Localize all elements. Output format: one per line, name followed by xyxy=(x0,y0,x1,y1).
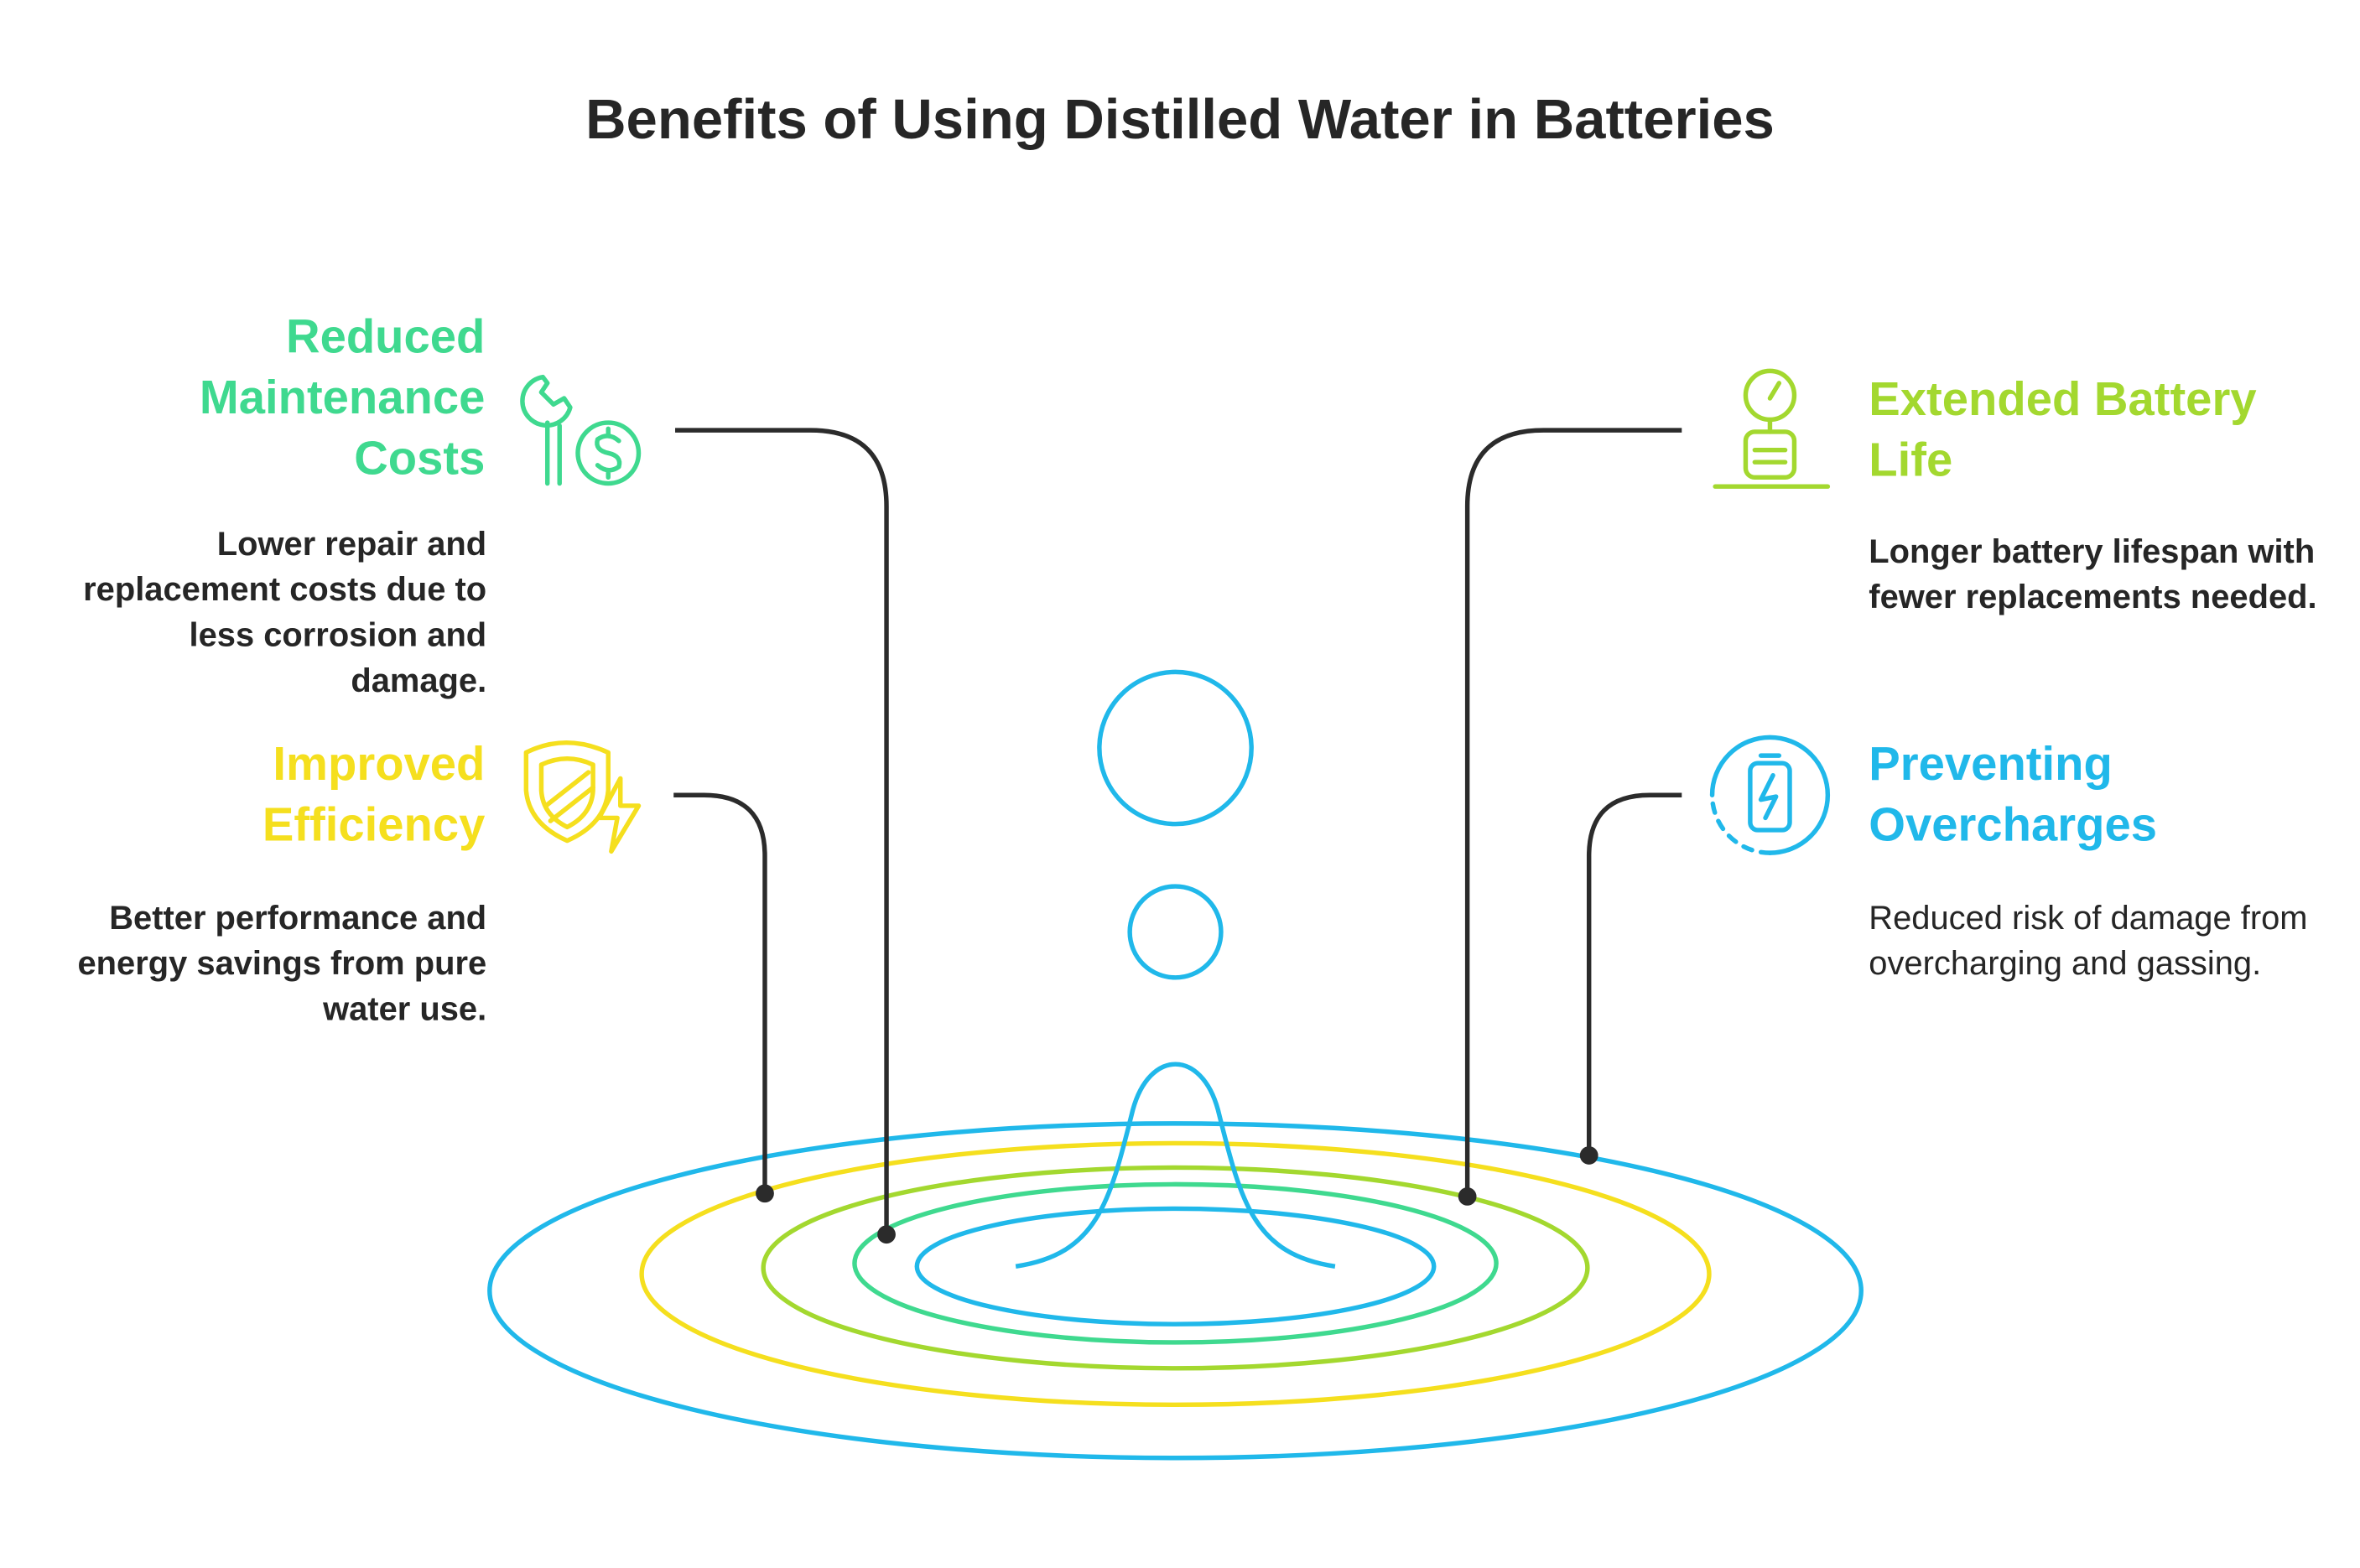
heading-overcharge: Preventing Overcharges xyxy=(1869,737,2157,852)
water-splash-peak xyxy=(1015,1062,1336,1269)
ripple-ring-outer xyxy=(487,1121,1864,1461)
ripple-ring-green xyxy=(852,1181,1499,1345)
battery-charge-icon xyxy=(1709,735,1831,855)
connector-dot-overcharge xyxy=(1579,1146,1598,1165)
connector-overcharge xyxy=(1586,792,1682,1155)
ripple-ring-inner xyxy=(914,1206,1437,1327)
connector-maintenance xyxy=(675,428,889,1235)
description-maintenance: Lower repair and replacement costs due t… xyxy=(83,524,487,700)
water-drop-large xyxy=(1097,669,1254,827)
description-overcharge: Reduced risk of damage from overcharging… xyxy=(1869,898,2308,983)
water-drop-small xyxy=(1127,884,1224,980)
heading-maintenance: Reduced Maintenance Costs xyxy=(199,309,486,485)
ripple-ring-lime xyxy=(761,1165,1590,1371)
wrench-dollar-icon xyxy=(520,374,642,486)
connector-dot-battery-life xyxy=(1458,1187,1477,1206)
description-efficiency: Better performance and energy savings fr… xyxy=(77,898,487,1028)
heading-battery-life: Extended Battery Life xyxy=(1869,372,2257,487)
connector-dot-efficiency xyxy=(756,1184,774,1203)
page-title: Benefits of Using Distilled Water in Bat… xyxy=(585,88,1775,151)
heading-efficiency: Improved Efficiency xyxy=(262,737,486,852)
shield-lightning-icon xyxy=(523,740,642,854)
connector-efficiency xyxy=(673,792,767,1194)
ripple-ring-yellow xyxy=(639,1140,1712,1408)
connector-dot-maintenance xyxy=(877,1225,896,1244)
gauge-battery-icon xyxy=(1713,368,1831,489)
connector-battery-life xyxy=(1464,428,1682,1197)
description-battery-life: Longer battery lifespan with fewer repla… xyxy=(1869,532,2317,616)
